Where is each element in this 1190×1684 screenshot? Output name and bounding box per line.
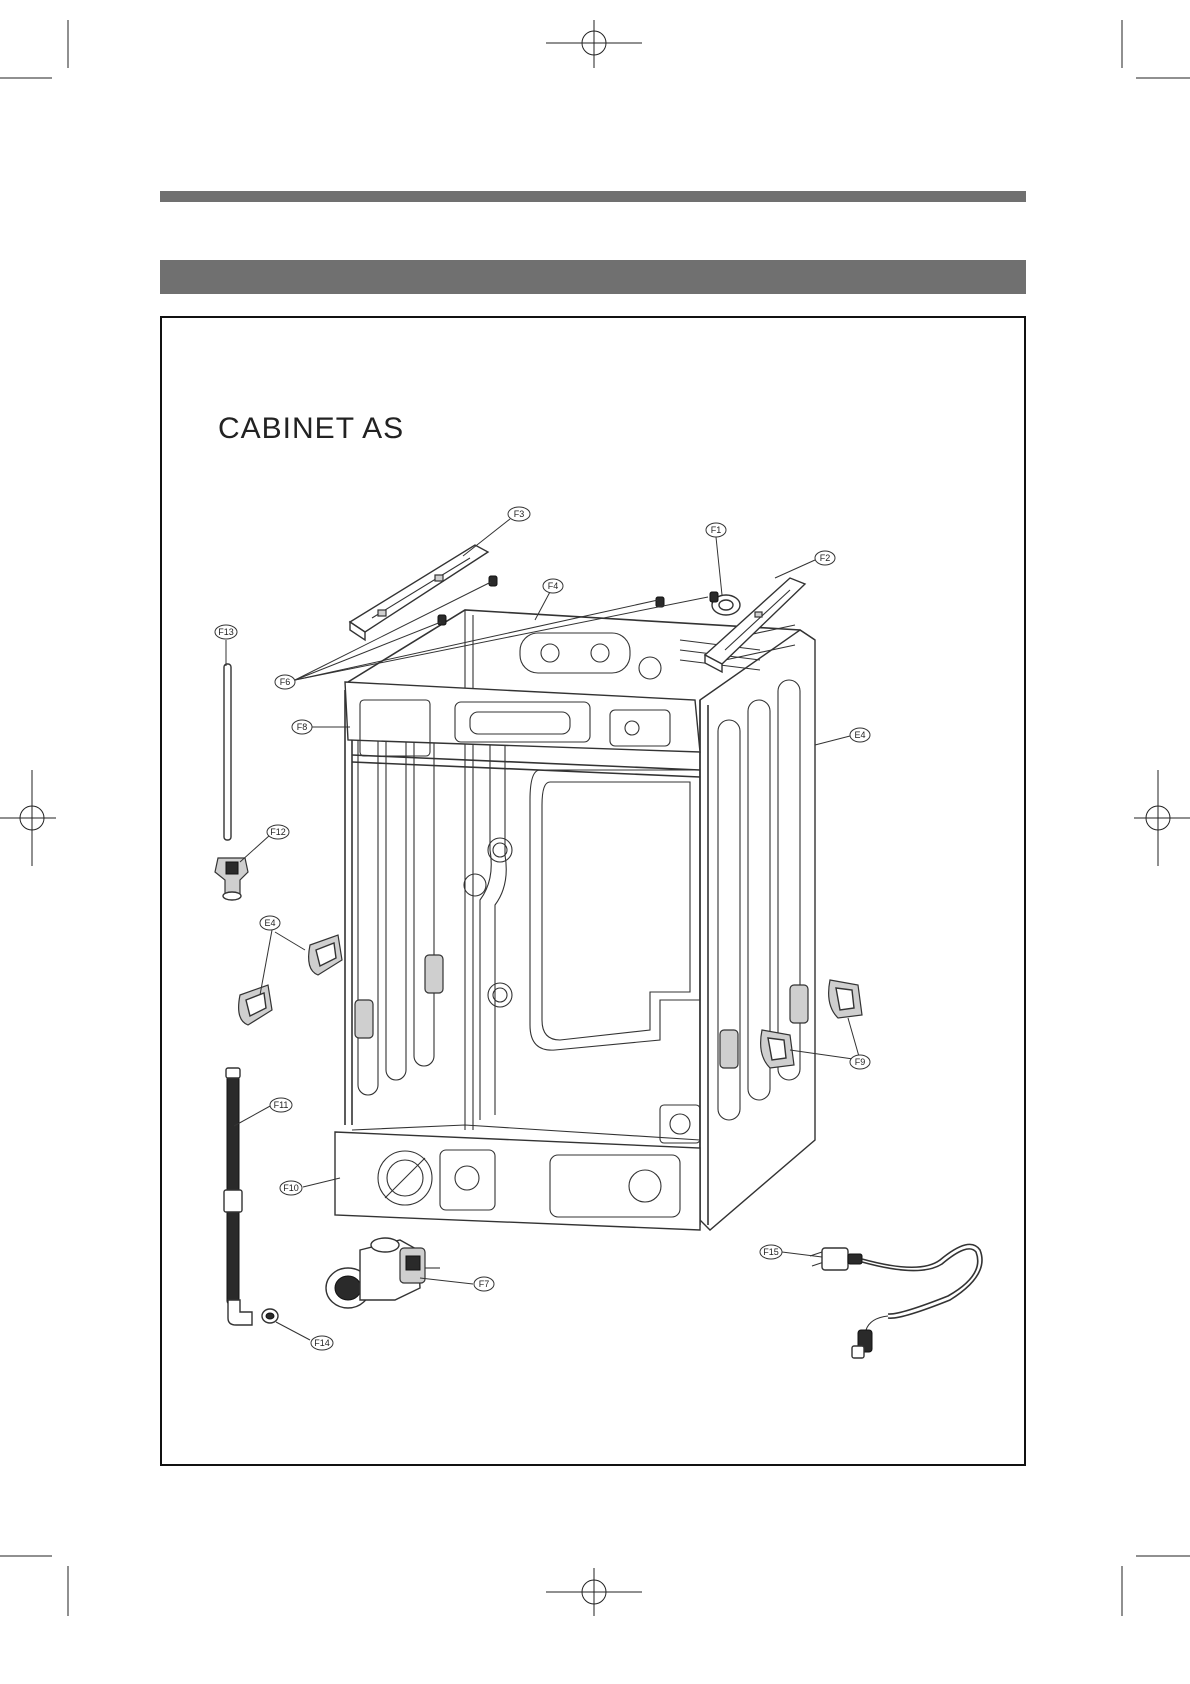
callout-e4-right: E4 xyxy=(850,728,870,742)
callout-f4-top: F4 xyxy=(543,579,563,593)
callout-f14: F14 xyxy=(311,1336,333,1350)
part-f3-top-bracket xyxy=(350,545,488,640)
svg-text:F14: F14 xyxy=(314,1338,330,1348)
part-f1-fitting xyxy=(710,592,740,615)
svg-text:F11: F11 xyxy=(274,1100,289,1110)
part-f11-hose xyxy=(224,1068,252,1325)
svg-text:E4: E4 xyxy=(854,730,865,740)
part-f14-clamp xyxy=(262,1309,278,1323)
part-f12-valve xyxy=(215,858,248,900)
part-f7-pump xyxy=(326,1238,440,1308)
callout-f15: F15 xyxy=(760,1245,782,1259)
part-f15-power-cord xyxy=(810,1244,982,1358)
svg-text:E4: E4 xyxy=(264,918,275,928)
callout-f6: F6 xyxy=(275,675,295,689)
callout-f8: F8 xyxy=(292,720,312,734)
svg-text:F7: F7 xyxy=(479,1279,490,1289)
svg-text:F12: F12 xyxy=(270,827,286,837)
svg-text:F1: F1 xyxy=(711,525,722,535)
callout-f9: F9 xyxy=(850,1055,870,1069)
svg-text:F6: F6 xyxy=(280,677,291,687)
callout-f3: F3 xyxy=(508,507,530,521)
svg-text:F15: F15 xyxy=(763,1247,779,1257)
callout-f10: F10 xyxy=(280,1181,302,1195)
svg-text:F10: F10 xyxy=(283,1183,299,1193)
svg-text:F9: F9 xyxy=(855,1057,866,1067)
callout-e4-left: E4 xyxy=(260,916,280,930)
callout-f2: F2 xyxy=(815,551,835,565)
callout-f11: F11 xyxy=(270,1098,292,1112)
callout-f7: F7 xyxy=(474,1277,494,1291)
svg-text:F8: F8 xyxy=(297,722,308,732)
callout-f13: F13 xyxy=(215,625,237,639)
part-e4-left-handles xyxy=(239,935,342,1025)
callout-f1: F1 xyxy=(706,523,726,537)
svg-text:F2: F2 xyxy=(820,553,831,563)
svg-text:F4: F4 xyxy=(548,581,559,591)
callout-f12: F12 xyxy=(267,825,289,839)
svg-text:F13: F13 xyxy=(218,627,234,637)
part-f13-rod xyxy=(224,664,231,840)
cabinet-body xyxy=(335,610,815,1230)
svg-text:F3: F3 xyxy=(514,509,525,519)
